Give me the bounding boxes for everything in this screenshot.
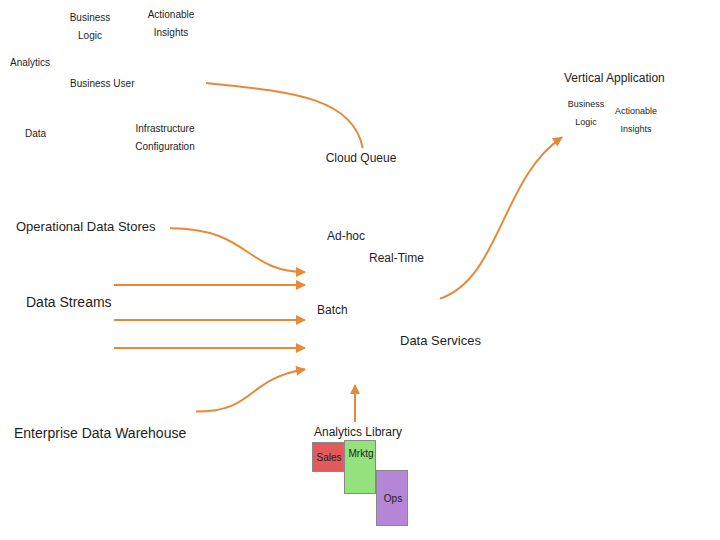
warehouse-cylinder: Enterprise Data Warehouse (0, 384, 196, 476)
node-label: Data Streams (26, 294, 112, 310)
text-holder: Data Streams (26, 293, 112, 311)
node-label: Operational Data Stores (16, 219, 155, 234)
text-holder: Ad-hoc (327, 226, 365, 244)
text-holder: Business User (70, 73, 134, 91)
node-label: Business User (70, 78, 134, 89)
node-label: Data Services (400, 333, 481, 348)
node-label: Data (25, 128, 46, 139)
text-holder: Analytics Library (314, 422, 402, 440)
queue-box: Cloud Queue (325, 148, 400, 222)
node-label: Ops (384, 493, 402, 505)
text-holder: Real-Time (369, 248, 424, 266)
flow-connector (114, 284, 305, 286)
text-holder: Ops (377, 471, 409, 527)
flow-connector (170, 228, 305, 272)
marketing-block: Mrktg (344, 440, 376, 494)
node-label: Actionable Insights (615, 106, 657, 134)
node-label: Sales (316, 452, 341, 464)
data-store-cylinders: Operational Data Stores (0, 203, 170, 249)
text-holder: Analytics (10, 52, 50, 70)
text-holder: Batch (317, 300, 348, 318)
node-label: Enterprise Data Warehouse (14, 425, 186, 441)
flow-connector (114, 319, 305, 321)
text-holder: Data Services (400, 331, 481, 349)
text-holder: Cloud Queue (325, 148, 397, 166)
node-label: Analytics (10, 57, 50, 68)
node-label: Cloud Queue (326, 151, 397, 165)
flow-connector (354, 385, 356, 422)
flow-connector (196, 369, 305, 411)
text-holder: Infrastructure Configuration (126, 118, 204, 154)
text-holder: Enterprise Data Warehouse (14, 424, 186, 442)
node-label: Infrastructure Configuration (135, 123, 194, 152)
text-holder: Vertical Application (564, 68, 665, 86)
text-holder: Sales (313, 443, 345, 473)
node-label: Vertical Application (564, 71, 665, 85)
text-holder: Mrktg (345, 441, 377, 467)
text-holder: Data (25, 123, 46, 141)
stream-cylinders: Data Streams (22, 276, 114, 358)
text-holder: Actionable Insights (138, 4, 204, 40)
ops-block: Ops (376, 470, 408, 526)
node-label: Ad-hoc (327, 229, 365, 243)
text-holder: Business Logic (64, 7, 116, 43)
flow-connector (440, 137, 562, 298)
node-label: Real-Time (369, 251, 424, 265)
text-holder: Business Logic (566, 93, 606, 129)
text-holder: Actionable Insights (610, 100, 662, 136)
data-services-funnel: Ad-hocReal-TimeBatch (305, 228, 440, 385)
node-label: Business Logic (70, 12, 111, 41)
analytics-library: Analytics LibrarySales MrktgOps (310, 422, 412, 530)
stakeholder-panel: Business Logic Actionable InsightsAnalyti… (0, 0, 206, 178)
text-holder: Operational Data Stores (16, 217, 155, 235)
application-box: Vertical ApplicationBusiness Logic Action… (562, 68, 674, 180)
cloud-shape: Data Services Cloud QueueAd-hocReal-TimeB… (222, 105, 527, 405)
flow-connector (114, 347, 305, 349)
stream-cylinders-outline (22, 276, 114, 358)
node-label: Batch (317, 303, 348, 317)
node-label: Analytics Library (314, 425, 402, 439)
sales-block: Sales (312, 442, 344, 472)
node-label: Mrktg (349, 448, 374, 460)
node-label: Actionable Insights (148, 9, 195, 38)
node-label: Business Logic (568, 99, 605, 127)
flow-connector (206, 83, 363, 148)
